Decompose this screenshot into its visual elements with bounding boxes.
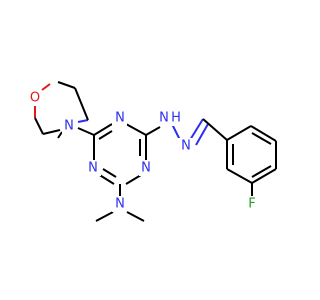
atom-oxygen-morpholine: O <box>30 91 40 106</box>
triazine-ring <box>77 123 147 196</box>
bond-ph-5 <box>226 168 253 184</box>
atom-nitrogen-hydrazine-imine: N <box>181 139 191 154</box>
atom-nitrogen-hydrazine-nh: N <box>159 111 169 126</box>
dimethylamino-group <box>95 211 145 222</box>
atom-labels: O N N N N N N H N F <box>27 90 260 212</box>
bond-c-c-left <box>34 117 44 135</box>
atom-hydrogen-hydrazine: H <box>171 111 181 126</box>
atom-nitrogen-triazine-right: N <box>141 161 151 176</box>
bond-nh-n <box>171 123 181 141</box>
bond-n-c-right <box>77 119 89 123</box>
bond-c4-nleft-inner <box>102 168 117 178</box>
atom-nitrogen-dimethylamino: N <box>115 197 125 212</box>
fluorophenyl-ring <box>226 125 277 198</box>
atom-fluorine: F <box>248 197 255 212</box>
molecule-structure-diagram: O N N N N N N H N F <box>27 81 277 222</box>
bond-c6-ntop <box>93 123 113 136</box>
bond-c6-ntop-inner <box>98 130 113 140</box>
bond-n-c-lower <box>57 131 63 139</box>
bond-ph-1 <box>226 125 252 141</box>
bond-ph-2 <box>250 125 277 142</box>
atom-nitrogen-morpholine: N <box>64 119 74 134</box>
hydrazone-chain <box>145 118 228 146</box>
morpholine-ring <box>34 81 89 139</box>
atom-nitrogen-triazine-top: N <box>115 111 125 126</box>
bond-ntop-c2 <box>125 123 147 136</box>
bond-c-c-right <box>74 87 89 121</box>
bond-n-ch-double <box>189 118 204 141</box>
bond-c-n-left <box>42 129 61 135</box>
bond-c2-nh <box>145 126 161 136</box>
bond-ph-4-inner <box>251 165 272 178</box>
bond-ph-4 <box>251 168 277 184</box>
bond-morphn-c6 <box>77 127 95 136</box>
bond-ch-phenyl <box>202 118 228 141</box>
bond-ndimethyl-me-right <box>126 211 145 222</box>
atom-nitrogen-triazine-left: N <box>88 161 98 176</box>
bond-ph-2-inner <box>251 132 272 145</box>
bond-n-ch-double-inner <box>195 123 209 146</box>
bond-ndimethyl-me-left <box>95 211 114 222</box>
bond-c-c-top <box>57 81 76 89</box>
bond-o-c-top <box>41 83 51 91</box>
